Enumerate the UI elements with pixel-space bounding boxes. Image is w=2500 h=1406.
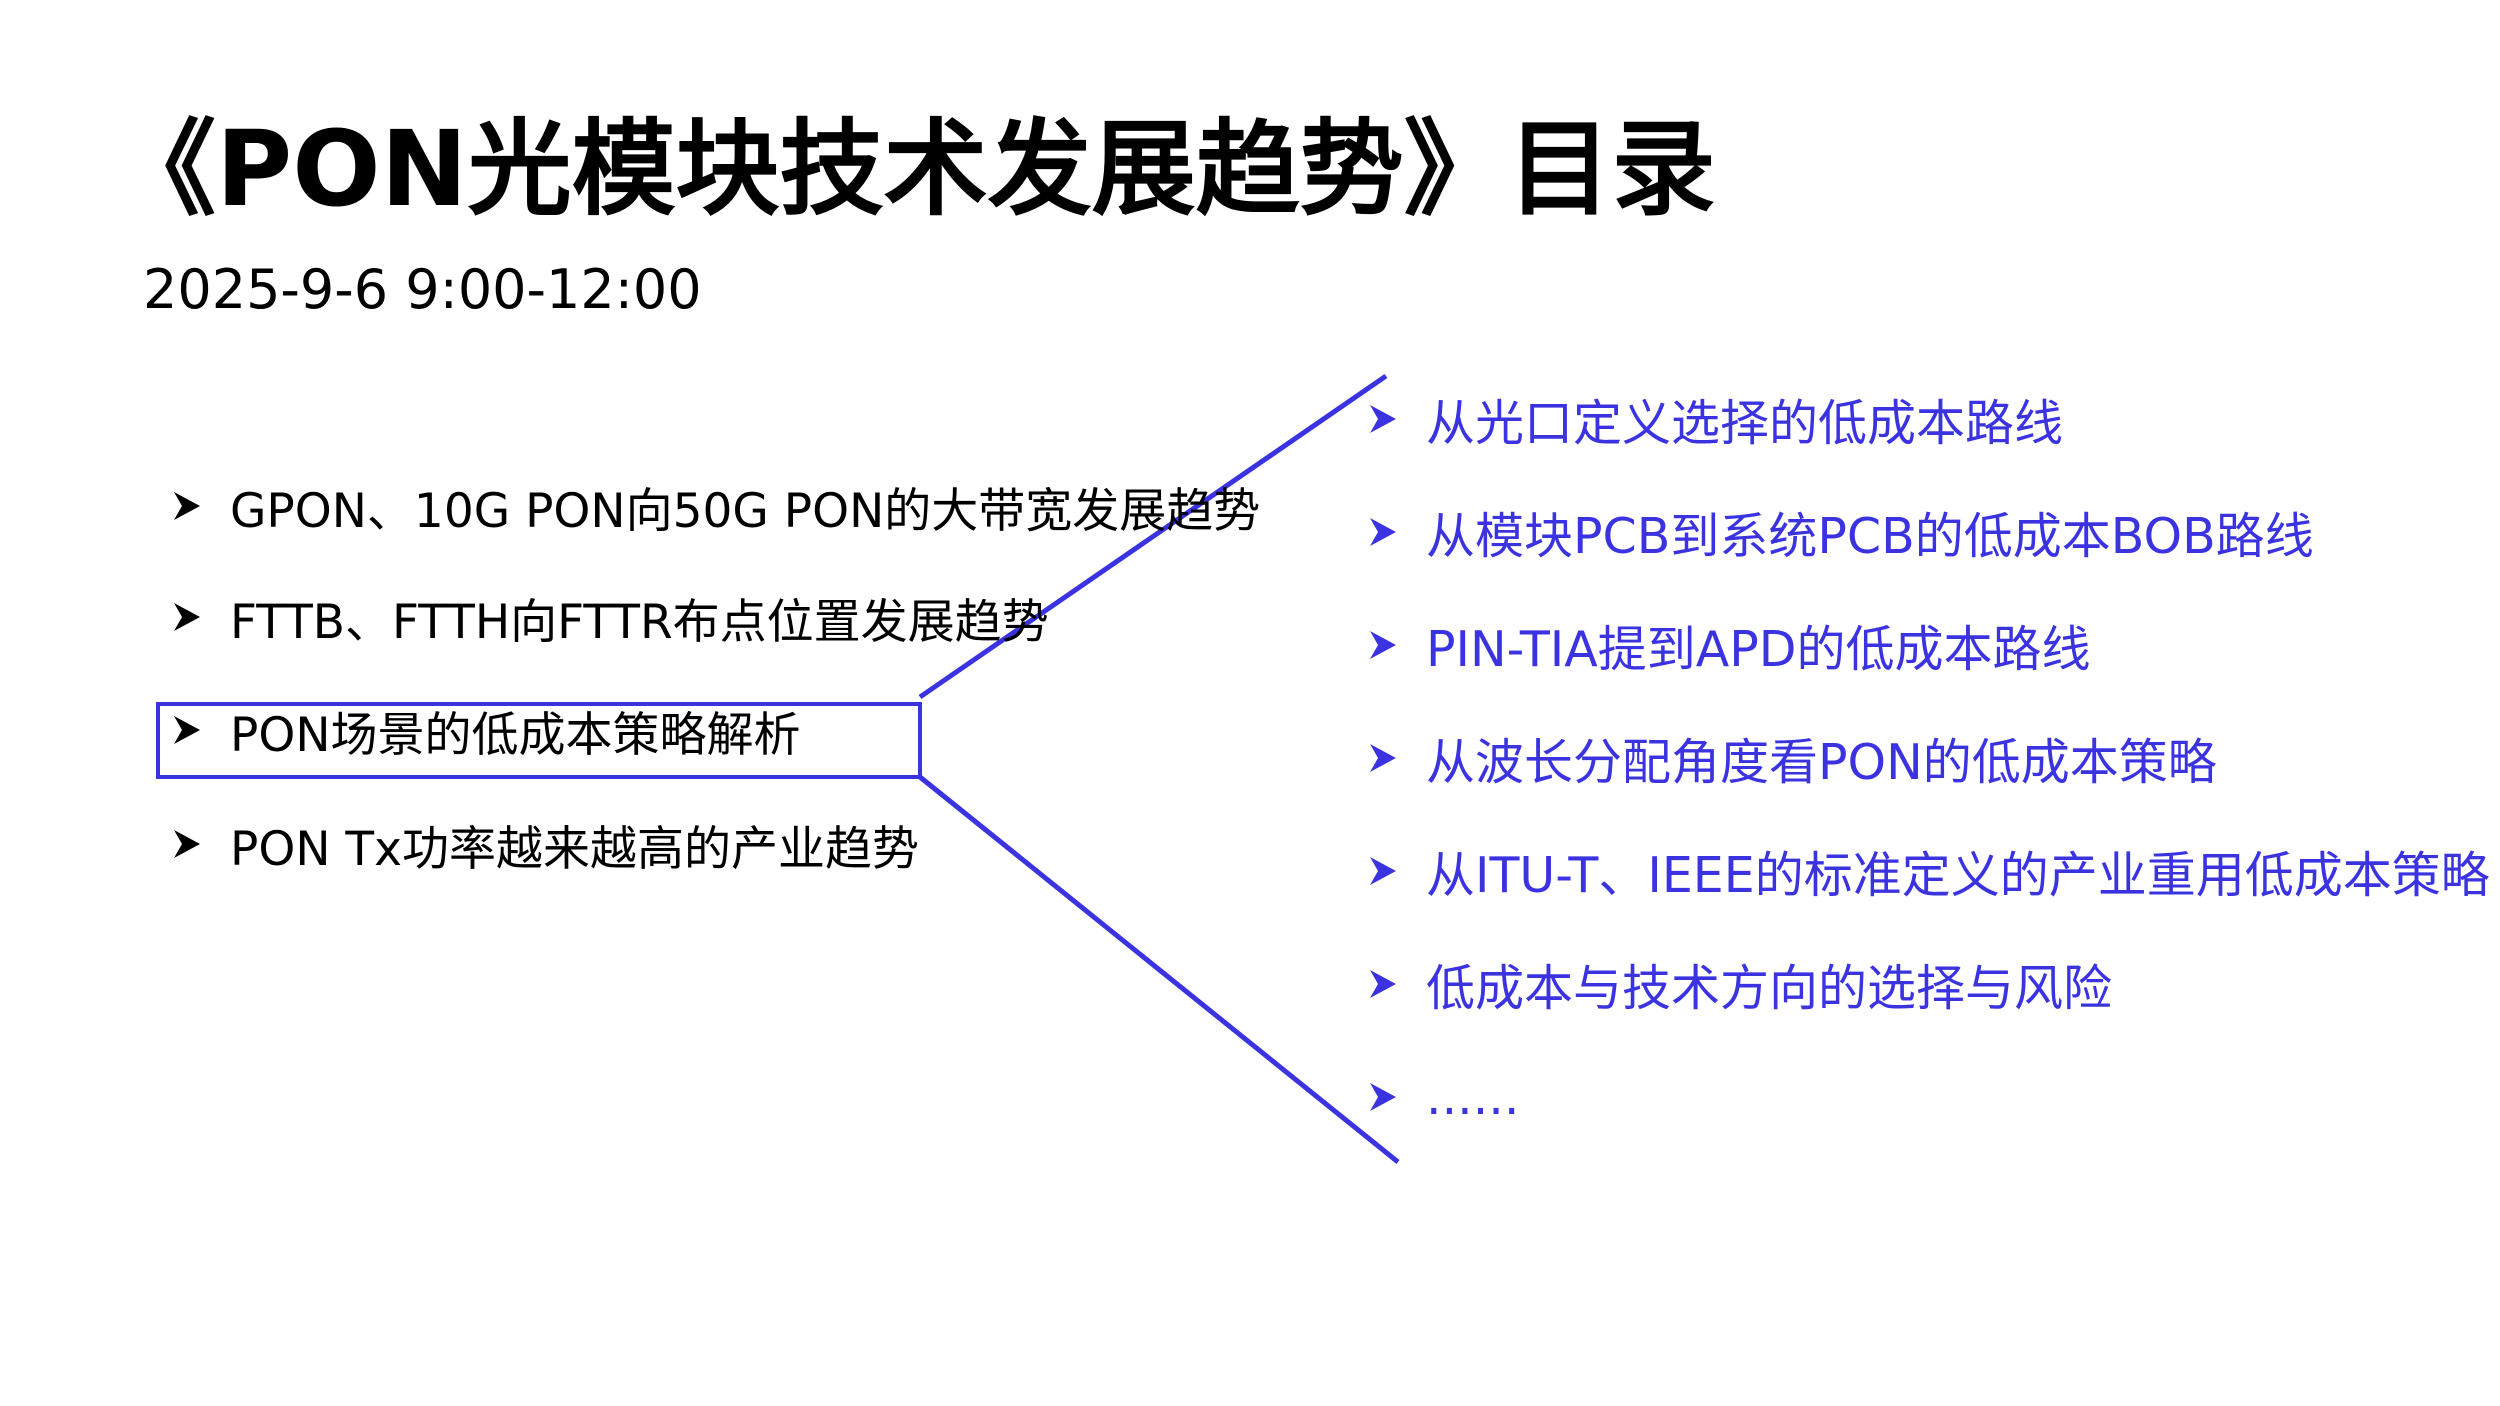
arrowhead-bullet-icon [1368, 516, 1426, 548]
list-item-label: GPON、10G PON向50G PON的大带宽发展趋势 [230, 483, 1261, 539]
list-item: 从光口定义选择的低成本路线 [1368, 387, 2063, 452]
arrowhead-bullet-icon [1368, 403, 1426, 435]
arrowhead-bullet-icon [172, 714, 230, 746]
list-item-label: 从模块PCB到系统PCB的低成本BOB路线 [1426, 507, 2314, 565]
slide-title: 《PON光模块技术发展趋势》目录 [112, 108, 1716, 230]
list-item: 从模块PCB到系统PCB的低成本BOB路线 [1368, 500, 2314, 565]
arrowhead-bullet-icon [1368, 968, 1426, 1000]
list-item: GPON、10G PON向50G PON的大带宽发展趋势 [172, 476, 1260, 539]
list-item: 从波长分配角度看PON的低成本策略 [1368, 726, 2217, 791]
list-item-label: 从波长分配角度看PON的低成本策略 [1426, 733, 2217, 791]
arrowhead-bullet-icon [1368, 742, 1426, 774]
arrowhead-bullet-icon [172, 828, 230, 860]
highlight-box [156, 702, 922, 779]
list-item: PIN-TIA提到APD的低成本路线 [1368, 613, 2091, 678]
arrowhead-bullet-icon [172, 601, 230, 633]
slide-date-time: 2025-9-6 9:00-12:00 [143, 258, 702, 321]
arrowhead-bullet-icon [1368, 855, 1426, 887]
arrowhead-bullet-icon [1368, 1081, 1426, 1113]
list-item-label: 从光口定义选择的低成本路线 [1426, 394, 2064, 452]
list-item-label: PON场景的低成本策略解析 [230, 707, 801, 763]
list-item: 低成本与技术方向的选择与风险 [1368, 952, 2112, 1017]
list-item-label: ...... [1426, 1068, 1520, 1126]
connector-line-upper [918, 373, 1388, 700]
arrowhead-bullet-icon [172, 490, 230, 522]
list-item-label: PIN-TIA提到APD的低成本路线 [1426, 620, 2091, 678]
list-item-label: PON Tx功率越来越高的产业趋势 [230, 821, 919, 877]
list-item-label: 低成本与技术方向的选择与风险 [1426, 959, 2113, 1017]
list-item-label: FTTB、FTTH向FTTR布点位置发展趋势 [230, 594, 1049, 650]
list-item: 从ITU-T、IEEE的标准定义的产业重用低成本策略 [1368, 839, 2490, 904]
connector-line-lower [918, 775, 1400, 1164]
list-item-label: 从ITU-T、IEEE的标准定义的产业重用低成本策略 [1426, 846, 2490, 904]
list-item: ...... [1368, 1065, 1519, 1129]
list-item: FTTB、FTTH向FTTR布点位置发展趋势 [172, 587, 1049, 650]
list-item: PON Tx功率越来越高的产业趋势 [172, 814, 919, 877]
list-item: PON场景的低成本策略解析 [172, 700, 801, 763]
arrowhead-bullet-icon [1368, 629, 1426, 661]
